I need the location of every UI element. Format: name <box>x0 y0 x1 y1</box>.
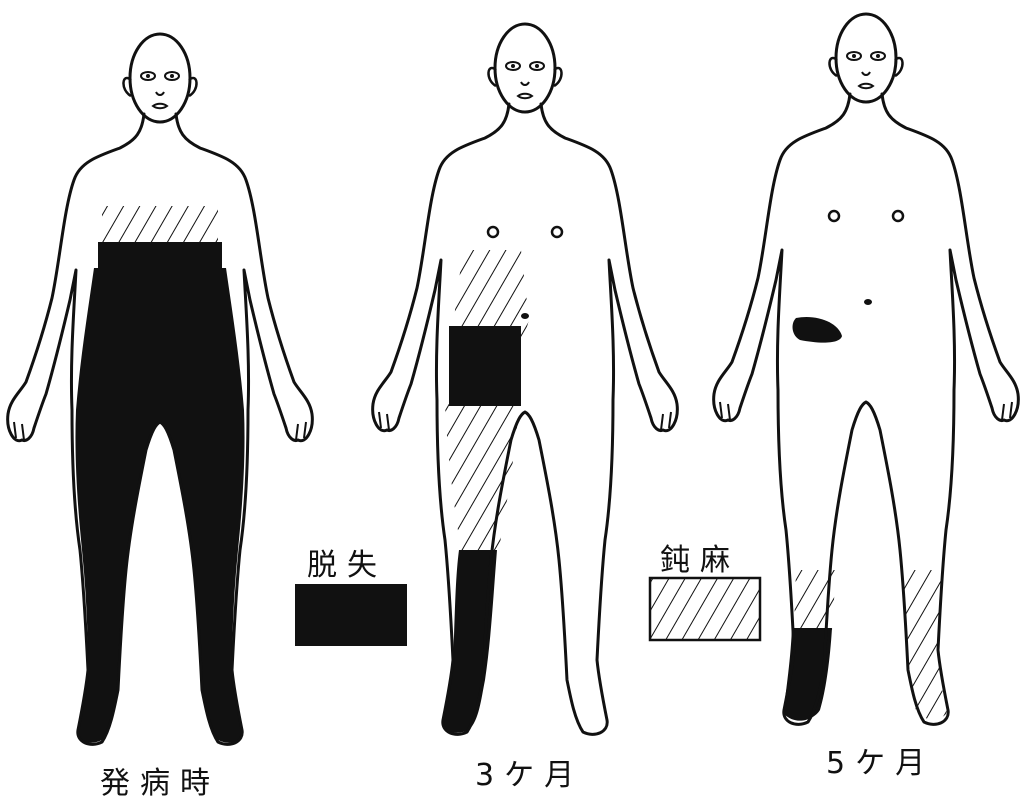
loss-region-thigh <box>449 326 521 406</box>
caption-3-months: 3ケ月 <box>475 750 584 794</box>
caption-5-months: 5ケ月 <box>826 738 935 782</box>
loss-region-groin <box>793 317 842 343</box>
legend-loss-swatch <box>295 584 407 646</box>
caption-onset: 発病時 <box>100 758 220 802</box>
loss-region-waist <box>98 242 222 272</box>
legend-blunting-swatch <box>650 578 760 640</box>
blunting-region-knee <box>445 404 519 550</box>
legend-loss-label: 脱失 <box>307 540 387 584</box>
figure-3-months <box>373 24 678 734</box>
loss-region-lower-body <box>75 268 244 743</box>
blunting-region-chest <box>102 206 218 244</box>
figure-onset <box>8 34 313 744</box>
legend-blunting-label: 鈍麻 <box>660 535 740 579</box>
